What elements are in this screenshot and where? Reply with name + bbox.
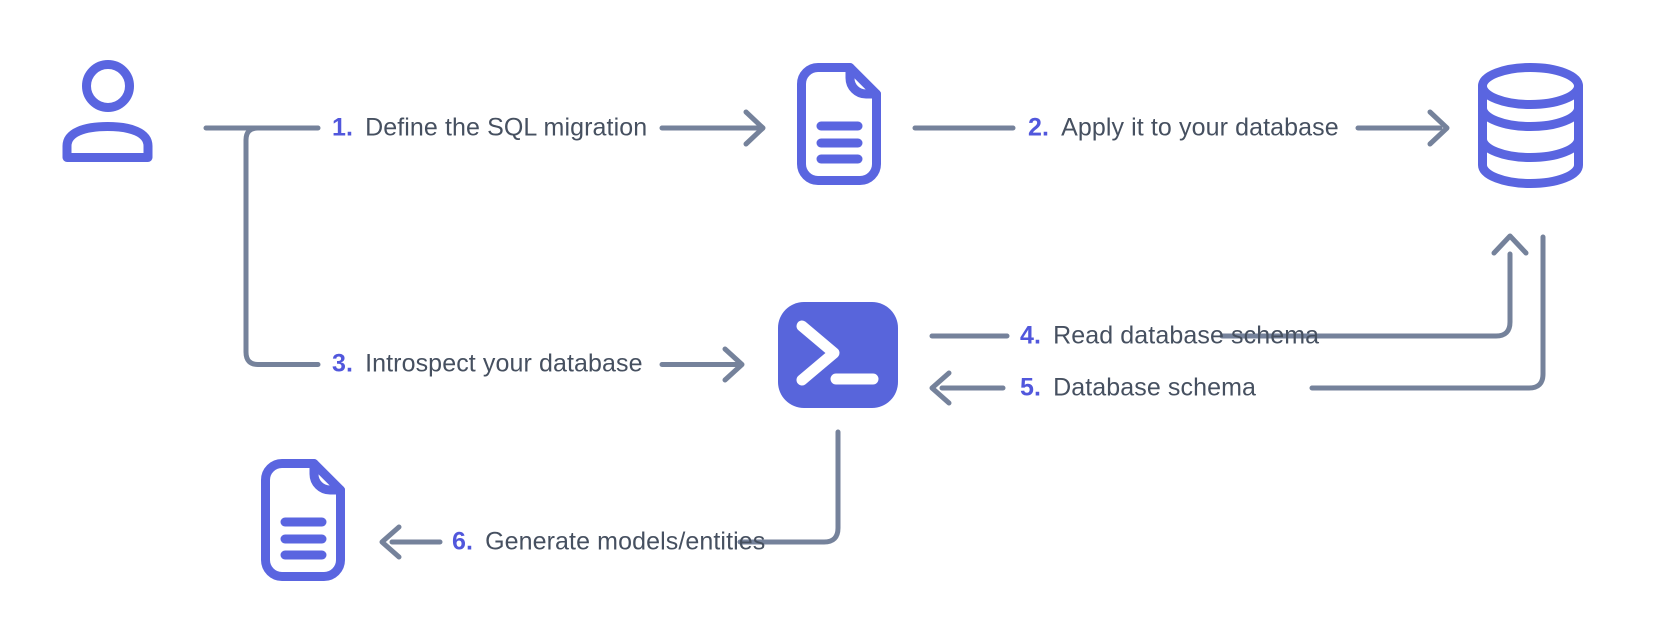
step-1-number: 1. bbox=[332, 113, 354, 142]
arrow-left-icon bbox=[379, 524, 402, 560]
step-5-number: 5. bbox=[1020, 373, 1042, 402]
file-text-icon bbox=[261, 459, 345, 581]
step-4-label: 4. Read database schema bbox=[1020, 322, 1319, 351]
step-3-label: 3. Introspect your database bbox=[332, 350, 643, 379]
step-3-number: 3. bbox=[332, 349, 354, 378]
connector-step-2 bbox=[912, 109, 1450, 147]
step-4-text: Read database schema bbox=[1053, 321, 1320, 350]
connector-step-1 bbox=[203, 109, 766, 147]
step-4-number: 4. bbox=[1020, 321, 1042, 350]
step-6-text: Generate models/entities bbox=[485, 527, 766, 556]
arrow-right-icon bbox=[722, 346, 745, 383]
step-2-label: 2. Apply it to your database bbox=[1028, 114, 1339, 143]
connector-branch-step-3 bbox=[243, 125, 745, 383]
step-3-text: Introspect your database bbox=[365, 349, 643, 378]
arrow-right-icon bbox=[743, 109, 766, 147]
connector-step-6 bbox=[379, 429, 841, 560]
file-text-icon bbox=[797, 63, 881, 185]
connector-step-4 bbox=[929, 233, 1529, 339]
arrow-left-icon bbox=[929, 370, 952, 406]
user-icon bbox=[62, 60, 153, 162]
step-2-number: 2. bbox=[1028, 113, 1050, 142]
terminal-icon bbox=[778, 302, 898, 408]
step-6-number: 6. bbox=[452, 527, 474, 556]
step-1-text: Define the SQL migration bbox=[365, 113, 648, 142]
arrow-right-icon bbox=[1427, 109, 1450, 147]
connector-step-5 bbox=[929, 234, 1546, 406]
step-5-label: 5. Database schema bbox=[1020, 374, 1256, 403]
step-6-label: 6. Generate models/entities bbox=[452, 528, 765, 557]
step-5-text: Database schema bbox=[1053, 373, 1257, 402]
database-icon bbox=[1478, 63, 1583, 188]
arrow-up-icon bbox=[1491, 233, 1529, 256]
step-1-label: 1. Define the SQL migration bbox=[332, 114, 647, 143]
step-2-text: Apply it to your database bbox=[1061, 113, 1339, 142]
